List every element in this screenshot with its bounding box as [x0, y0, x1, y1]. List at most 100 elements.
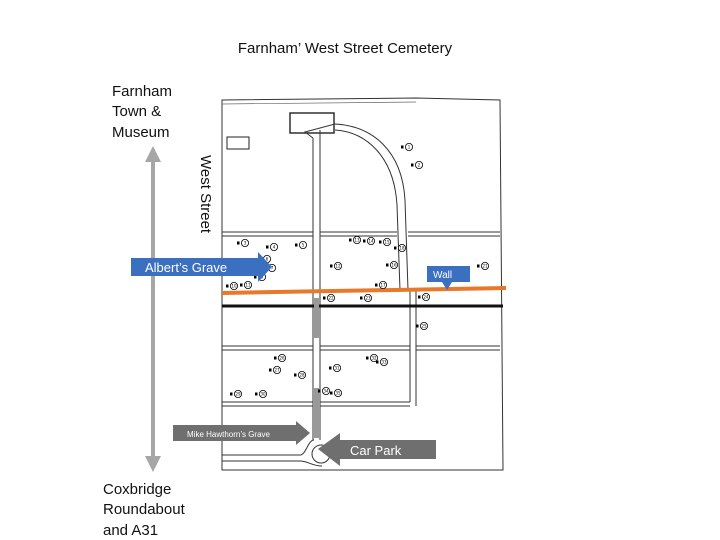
grave-circle — [369, 353, 378, 362]
grave-marker: 11 — [240, 280, 252, 289]
grave-number: 5 — [302, 242, 305, 247]
grave-number: 11 — [245, 282, 251, 287]
headstone-icon — [349, 238, 352, 242]
grave-number: 13 — [354, 237, 360, 242]
grave-number: 6 — [266, 256, 269, 261]
mike-hawthorn-grave-marker[interactable]: Mike Hawthorn’s Grave — [173, 421, 310, 445]
grave-circle — [397, 243, 406, 252]
grave-marker: 12 — [330, 261, 342, 270]
path-marker-lower — [314, 388, 319, 438]
headstone-icon — [418, 295, 421, 299]
grave-circle — [333, 388, 342, 397]
central-footpath — [303, 123, 336, 440]
grave-circle — [421, 292, 430, 301]
headstone-icon — [330, 391, 333, 395]
grave-marker: 17 — [375, 280, 387, 289]
grave-number: 12 — [335, 263, 341, 268]
grave-number: 3 — [244, 240, 247, 245]
grave-number: 2 — [418, 162, 421, 167]
grave-circle — [363, 293, 372, 302]
grave-circle — [240, 238, 249, 247]
headstone-icon — [295, 243, 298, 247]
headstone-icon — [366, 356, 369, 360]
grave-marker: 32 — [366, 353, 378, 362]
grave-circle — [229, 281, 238, 290]
grave-marker: 13 — [349, 235, 361, 244]
grave-number: 23 — [365, 295, 371, 300]
grave-number: 16 — [391, 262, 397, 267]
headstone-icon — [323, 296, 326, 300]
grave-marker: 21 — [477, 261, 489, 270]
grave-marker: 27 — [269, 365, 281, 374]
south-label-line-2: Roundabout — [103, 501, 186, 518]
wall-marker[interactable]: Wall — [427, 266, 470, 290]
headstone-icon — [386, 263, 389, 267]
grave-number: 4 — [273, 244, 276, 249]
headstone-icon — [416, 324, 419, 328]
street-name-label: West Street — [197, 155, 214, 234]
headstone-icon — [230, 392, 233, 396]
grave-marker: 22 — [323, 293, 335, 302]
grave-number: 1 — [408, 144, 411, 149]
headstone-icon — [401, 145, 404, 149]
headstone-icon — [360, 296, 363, 300]
grave-marker: 31 — [329, 363, 341, 372]
outbuilding — [226, 136, 250, 150]
grave-marker: 28 — [294, 370, 306, 379]
grave-circle — [404, 142, 413, 151]
car-park-marker[interactable]: Car Park — [318, 433, 436, 466]
grave-number: 18 — [399, 245, 405, 250]
south-label-line-1: Coxbridge — [103, 481, 171, 498]
grave-circle — [480, 261, 489, 270]
car-park-loop — [222, 439, 331, 467]
north-label-line-2: Town & — [112, 103, 161, 120]
grave-circle — [379, 357, 388, 366]
alberts-grave-marker[interactable]: Albert’s Grave — [131, 252, 272, 282]
grave-circle — [277, 353, 286, 362]
headstone-icon — [363, 239, 366, 243]
curved-path-outer — [334, 123, 409, 291]
grave-marker: 3 — [237, 238, 249, 247]
grave-circle — [366, 236, 375, 245]
grave-number: 21 — [482, 263, 488, 268]
headstone-icon — [329, 366, 332, 370]
grave-marker: 35 — [330, 388, 342, 397]
alberts-grave-label: Albert’s Grave — [145, 260, 227, 275]
grave-circle — [258, 389, 267, 398]
grave-circle — [243, 280, 252, 289]
grave-circle — [333, 261, 342, 270]
grave-circle — [269, 242, 278, 251]
grave-circle — [378, 280, 387, 289]
south-destination-label: Coxbridge Roundabout and A31 — [103, 481, 189, 539]
grave-number: 26 — [279, 355, 285, 360]
cemetery-boundary — [221, 97, 504, 471]
grave-number: 14 — [368, 238, 374, 243]
grave-number: 25 — [421, 323, 427, 328]
grave-number: 15 — [384, 239, 390, 244]
headstone-icon — [330, 264, 333, 268]
wall-label: Wall — [433, 270, 452, 281]
grave-circle — [326, 293, 335, 302]
grave-circle — [414, 160, 423, 169]
grave-circle — [233, 389, 242, 398]
grave-circle — [321, 386, 330, 395]
headstone-icon — [411, 163, 414, 167]
grave-marker: 1 — [401, 142, 413, 151]
grave-circle — [389, 260, 398, 269]
grave-number: 7 — [271, 265, 274, 270]
wall-line — [221, 286, 507, 295]
curved-path-inner — [334, 129, 401, 291]
grave-number: 34 — [323, 388, 329, 393]
grave-number: 24 — [423, 294, 429, 299]
headstone-icon — [394, 246, 397, 250]
car-park-label: Car Park — [350, 443, 402, 458]
grave-marker: 5 — [295, 240, 307, 249]
grave-marker: 34 — [318, 386, 330, 395]
grave-marker: 16 — [386, 260, 398, 269]
grave-number: 27 — [274, 367, 280, 372]
grave-marker: 15 — [379, 237, 391, 246]
grave-number: 28 — [299, 372, 305, 377]
grave-marker: 25 — [416, 321, 428, 330]
headstone-icon — [237, 241, 240, 245]
grave-number: 31 — [334, 365, 340, 370]
